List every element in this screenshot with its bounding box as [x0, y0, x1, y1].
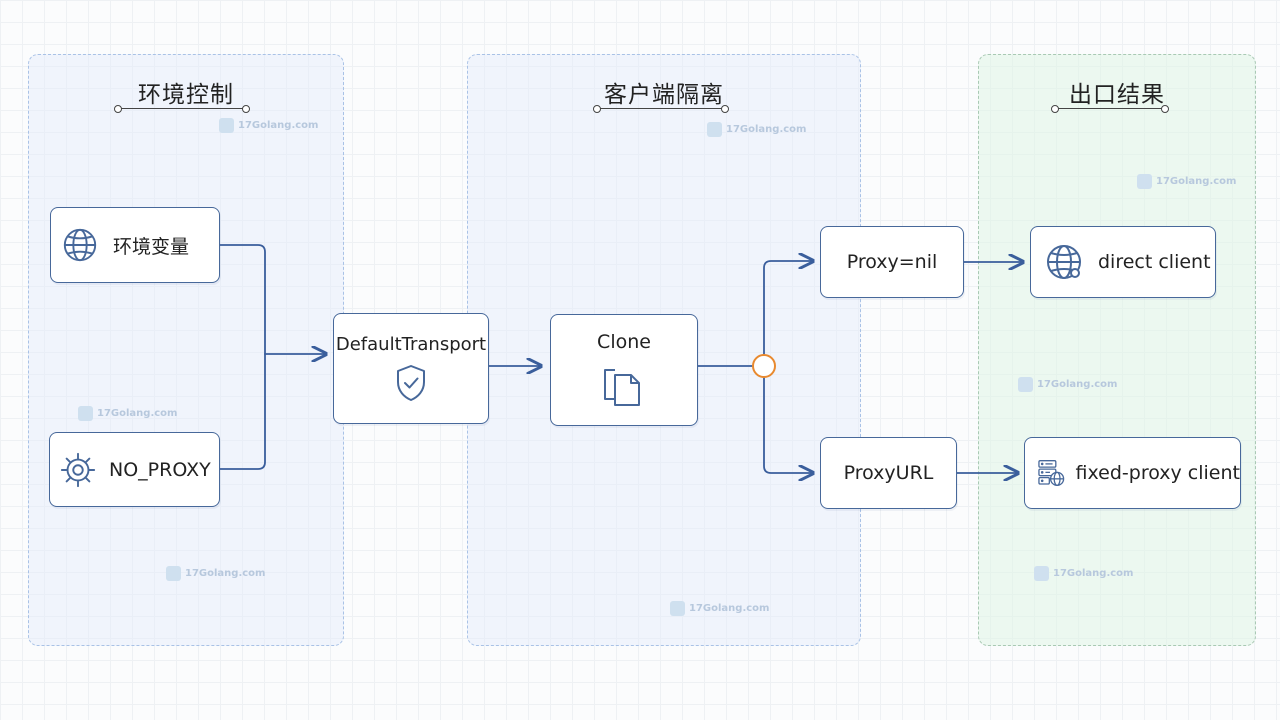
panel-title-isolation: 客户端隔离 [604, 82, 724, 108]
edge-junction-to-proxy-nil [763, 261, 813, 355]
branch-junction [752, 354, 776, 378]
gear-icon [60, 452, 96, 487]
panel-title-env: 环境控制 [138, 82, 234, 108]
fixed-proxy-client-node[interactable]: fixed-proxy client [1024, 437, 1241, 509]
proxy-nil-label: Proxy=nil [846, 251, 938, 273]
globe-icon [63, 228, 97, 262]
globe-icon [1047, 245, 1081, 279]
env-control-panel: 环境控制 [28, 54, 344, 646]
server-globe-icon [1038, 460, 1065, 486]
output-result-panel: 出口结果 [978, 54, 1256, 646]
env-vars-label: 环境变量 [113, 235, 190, 258]
direct-client-node[interactable]: direct client [1030, 226, 1216, 298]
no-proxy-label: NO_PROXY [109, 458, 211, 481]
fixed-proxy-client-label: fixed-proxy client [1075, 462, 1240, 484]
clone-node[interactable]: Clone [550, 314, 698, 426]
direct-client-label: direct client [1098, 251, 1211, 273]
panel-title-underline [593, 104, 729, 113]
copy-icon [604, 369, 640, 406]
env-vars-node[interactable]: 环境变量 [50, 207, 220, 283]
default-transport-label: DefaultTransport [335, 334, 487, 355]
edge-junction-to-proxy-url [763, 377, 813, 473]
proxy-url-label: ProxyURL [843, 462, 934, 484]
panel-title-output: 出口结果 [1069, 82, 1165, 108]
default-transport-node[interactable]: DefaultTransport [333, 313, 489, 424]
clone-label: Clone [597, 331, 651, 353]
edge-env-vars-to-transport [219, 244, 266, 355]
no-proxy-node[interactable]: NO_PROXY [49, 432, 220, 507]
proxy-nil-node[interactable]: Proxy=nil [820, 226, 964, 298]
panel-title-underline [1051, 104, 1169, 113]
edge-no-proxy-to-transport [219, 353, 266, 470]
panel-title-underline [114, 104, 250, 113]
shield-check-icon [397, 365, 425, 401]
proxy-url-node[interactable]: ProxyURL [820, 437, 957, 509]
